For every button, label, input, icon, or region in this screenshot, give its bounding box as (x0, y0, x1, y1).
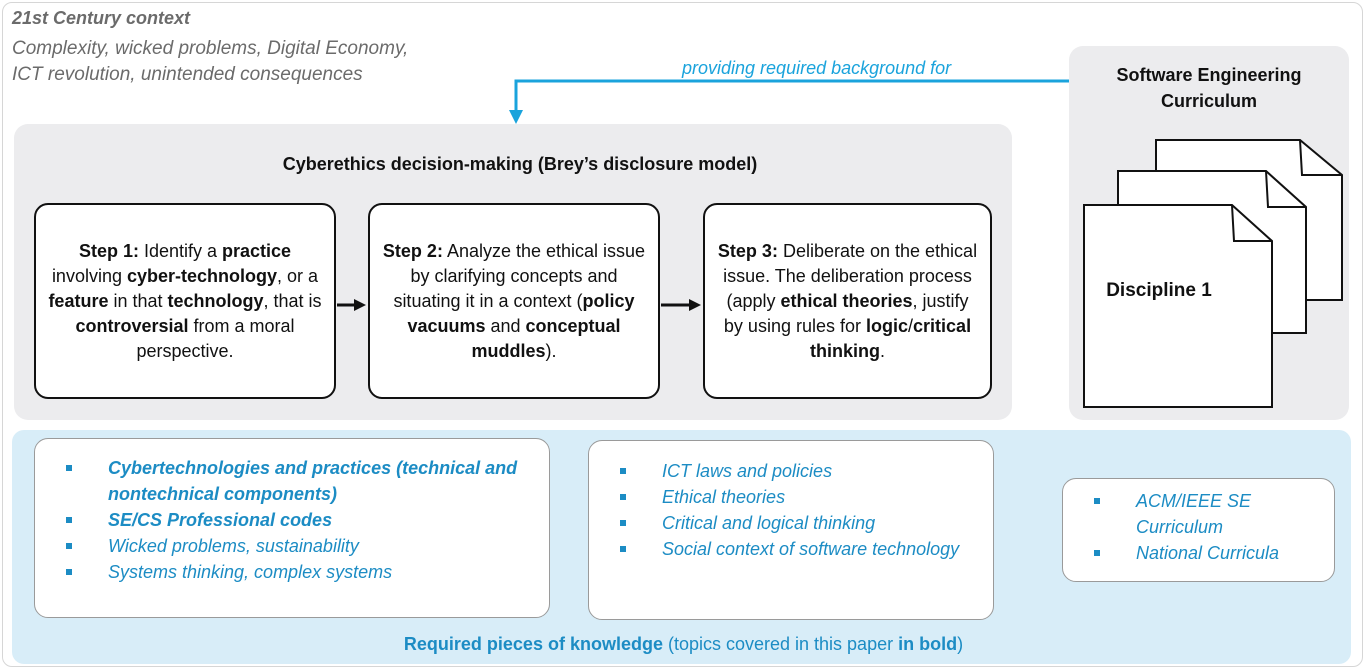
decision-title: Cyberethics decision-making (Brey’s disc… (282, 154, 758, 174)
list-item: SE/CS Professional codes (66, 507, 548, 533)
bullet-icon (1094, 550, 1100, 556)
discipline-label: Discipline 1 (1106, 280, 1212, 301)
bullet-icon (620, 468, 626, 474)
document-stack-icon (1083, 139, 1343, 408)
knowledge-list-3: ACM/IEEE SE Curriculum National Curricul… (1094, 488, 1326, 566)
bullet-icon (66, 543, 72, 549)
bullet-icon (66, 569, 72, 575)
step-1-label: Step 1: (78, 240, 139, 261)
bullet-icon (620, 546, 626, 552)
step-1-text: Step 1: Identify a practice involving cy… (48, 240, 322, 361)
step-3-box: Step 3: Deliberate on the ethical issue.… (703, 203, 992, 399)
arrow-line (514, 79, 1069, 112)
bullet-icon (1094, 498, 1100, 504)
step-3-label: Step 3: (717, 240, 778, 261)
curriculum-title-line-1: Software Engineering (1116, 65, 1302, 85)
context-title: 21st Century context (12, 8, 191, 28)
list-item: ICT laws and policies (620, 458, 962, 484)
list-item: National Curricula (1094, 540, 1326, 566)
curriculum-title-line-2: Curriculum (1160, 91, 1257, 111)
knowledge-box-1 (34, 438, 550, 618)
context-line-1: Complexity, wicked problems, Digital Eco… (12, 38, 409, 59)
step-arrow-1-head (354, 299, 366, 311)
arrow-label: providing required background for (682, 58, 952, 78)
list-item: Social context of software technology (620, 536, 962, 562)
knowledge-box-3 (1062, 478, 1335, 582)
list-item: Cybertechnologies and practices (technic… (66, 455, 548, 507)
bullet-icon (620, 494, 626, 500)
doc-front (1083, 204, 1273, 408)
list-item: Ethical theories (620, 484, 962, 510)
context-description: Complexity, wicked problems, Digital Eco… (12, 36, 512, 88)
bullet-icon (620, 520, 626, 526)
step-2-label: Step 2: (382, 240, 443, 261)
bullet-icon (66, 465, 72, 471)
context-line-2: ICT revolution, unintended consequences (12, 64, 363, 85)
knowledge-list-2: ICT laws and policies Ethical theories C… (620, 458, 962, 562)
arrow-head (509, 110, 523, 124)
bullet-icon (66, 517, 72, 523)
curriculum-title: Software Engineering Curriculum (1069, 62, 1349, 114)
knowledge-list-1: Cybertechnologies and practices (technic… (66, 455, 548, 585)
knowledge-caption: Required pieces of knowledge (topics cov… (403, 634, 964, 654)
step-2-text: Step 2: Analyze the ethical issue by cla… (382, 240, 646, 361)
knowledge-box-2 (588, 440, 994, 620)
list-item: Systems thinking, complex systems (66, 559, 548, 585)
step-2-box: Step 2: Analyze the ethical issue by cla… (368, 203, 660, 399)
list-item: Critical and logical thinking (620, 510, 962, 536)
step-1-box: Step 1: Identify a practice involving cy… (34, 203, 336, 399)
list-item: Wicked problems, sustainability (66, 533, 548, 559)
step-arrow-2-head (689, 299, 701, 311)
step-3-text: Step 3: Deliberate on the ethical issue.… (717, 240, 978, 361)
list-item: ACM/IEEE SE Curriculum (1094, 488, 1326, 540)
